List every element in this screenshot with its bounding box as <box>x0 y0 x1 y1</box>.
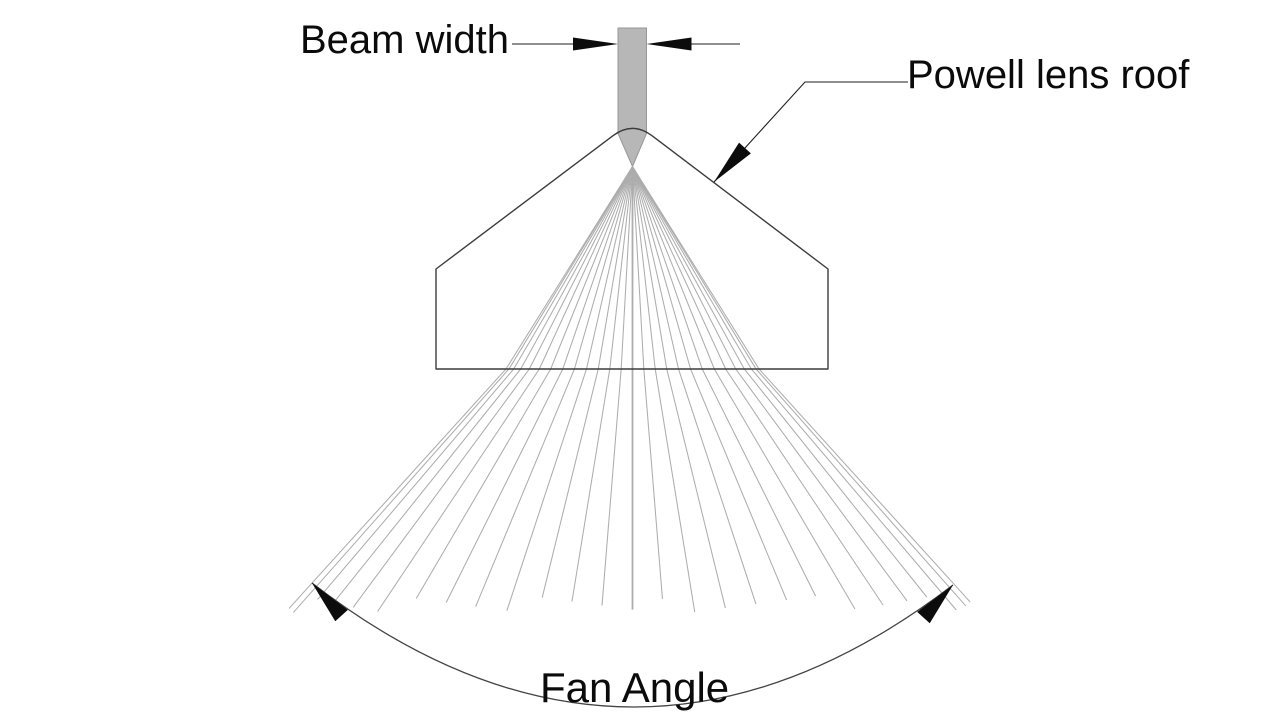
laser-ray <box>445 166 633 603</box>
laser-ray <box>332 166 633 604</box>
fan-angle-label: Fan Angle <box>540 664 730 711</box>
fan-angle-arc <box>311 582 954 708</box>
powell-lens-roof-leader-line <box>713 81 908 183</box>
beam-width-label: Beam width <box>300 18 509 62</box>
laser-ray <box>293 166 633 613</box>
laser-ray <box>288 166 633 609</box>
laser-ray <box>317 166 633 600</box>
powell-lens-roof-label: Powell lens roof <box>907 53 1190 97</box>
laser-beam <box>617 27 647 168</box>
beam-width-arrowhead-right <box>646 37 692 51</box>
fan-angle-arrowhead-right <box>917 585 953 624</box>
laser-ray <box>632 166 928 598</box>
powell-lens-outline <box>435 127 829 370</box>
laser-ray <box>632 166 817 597</box>
powell-lens-roof-arrowhead <box>714 142 751 182</box>
fan-angle-arrowhead-left <box>312 583 348 622</box>
laser-ray <box>632 166 957 611</box>
beam-width-arrowhead-left <box>573 37 618 51</box>
ray-fan <box>288 166 971 613</box>
laser-ray <box>632 166 967 607</box>
